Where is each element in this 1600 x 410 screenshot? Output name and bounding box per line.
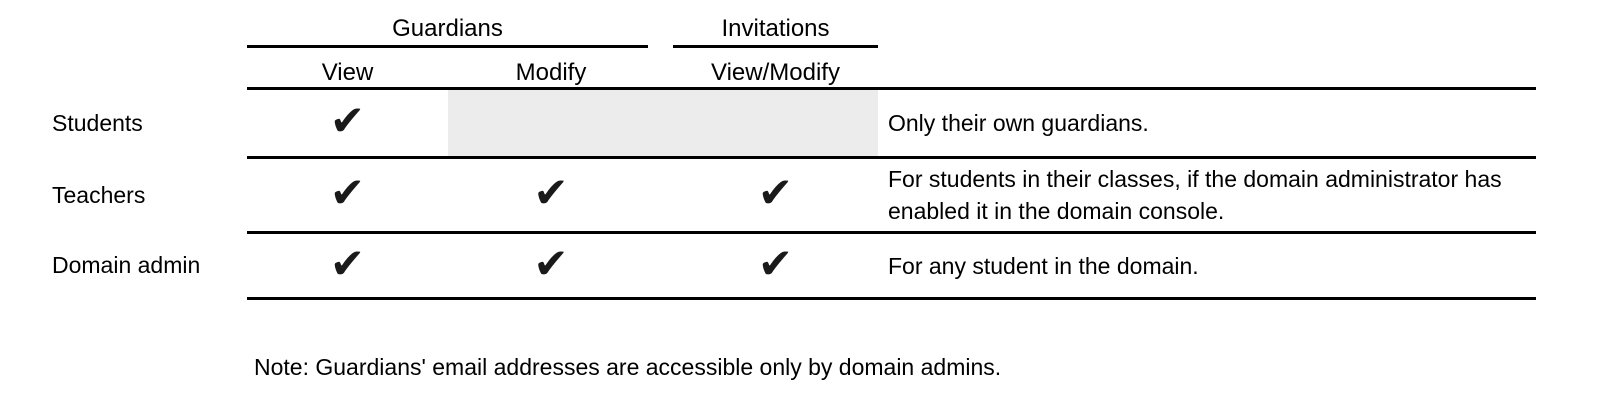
column-group-invitations: Invitations [721, 15, 830, 42]
cell-teachers-modify: ✔ [448, 159, 654, 231]
column-header-view-modify: View/Modify [711, 59, 840, 86]
cell-students-modify [448, 90, 654, 156]
row-note: For any student in the domain. [888, 252, 1199, 279]
row-rule [247, 231, 1536, 234]
cell-teachers-view-modify: ✔ [673, 159, 878, 231]
row-rule [247, 156, 1536, 159]
cell-students-view-modify [673, 90, 878, 156]
column-header-view: View [321, 59, 374, 86]
table-row-students: Students ✔ Only their own guardians. [0, 90, 1600, 156]
header-rule [247, 87, 1536, 90]
table-row-domain-admin: Domain admin ✔ ✔ ✔ For any student in th… [0, 234, 1600, 297]
row-note: Only their own guardians. [888, 110, 1149, 136]
check-icon: ✔ [533, 239, 569, 287]
cell-admin-view-modify: ✔ [673, 234, 878, 297]
row-note: For students in their classes, if the do… [888, 166, 1502, 224]
check-icon: ✔ [757, 169, 794, 216]
table-row-teachers: Teachers ✔ ✔ ✔ For students in their cla… [0, 159, 1600, 231]
check-icon: ✔ [757, 239, 794, 287]
column-group-guardians: Guardians [392, 15, 503, 42]
column-header-modify: Modify [515, 59, 587, 86]
cell-admin-modify: ✔ [448, 234, 654, 297]
check-icon: ✔ [533, 169, 569, 216]
row-rule [247, 297, 1536, 300]
check-icon: ✔ [329, 169, 366, 216]
cell-teachers-view: ✔ [247, 159, 448, 231]
footnote: Note: Guardians' email addresses are acc… [254, 354, 1002, 380]
check-icon: ✔ [329, 97, 366, 144]
cell-admin-view: ✔ [247, 234, 448, 297]
row-label: Students [52, 109, 143, 136]
invitations-underline [673, 45, 878, 48]
check-icon: ✔ [329, 239, 366, 287]
students-disabled-cells [448, 90, 878, 156]
row-label: Teachers [52, 181, 146, 208]
guardians-underline [247, 45, 648, 48]
row-label: Domain admin [52, 252, 201, 278]
cell-students-view: ✔ [247, 90, 448, 156]
